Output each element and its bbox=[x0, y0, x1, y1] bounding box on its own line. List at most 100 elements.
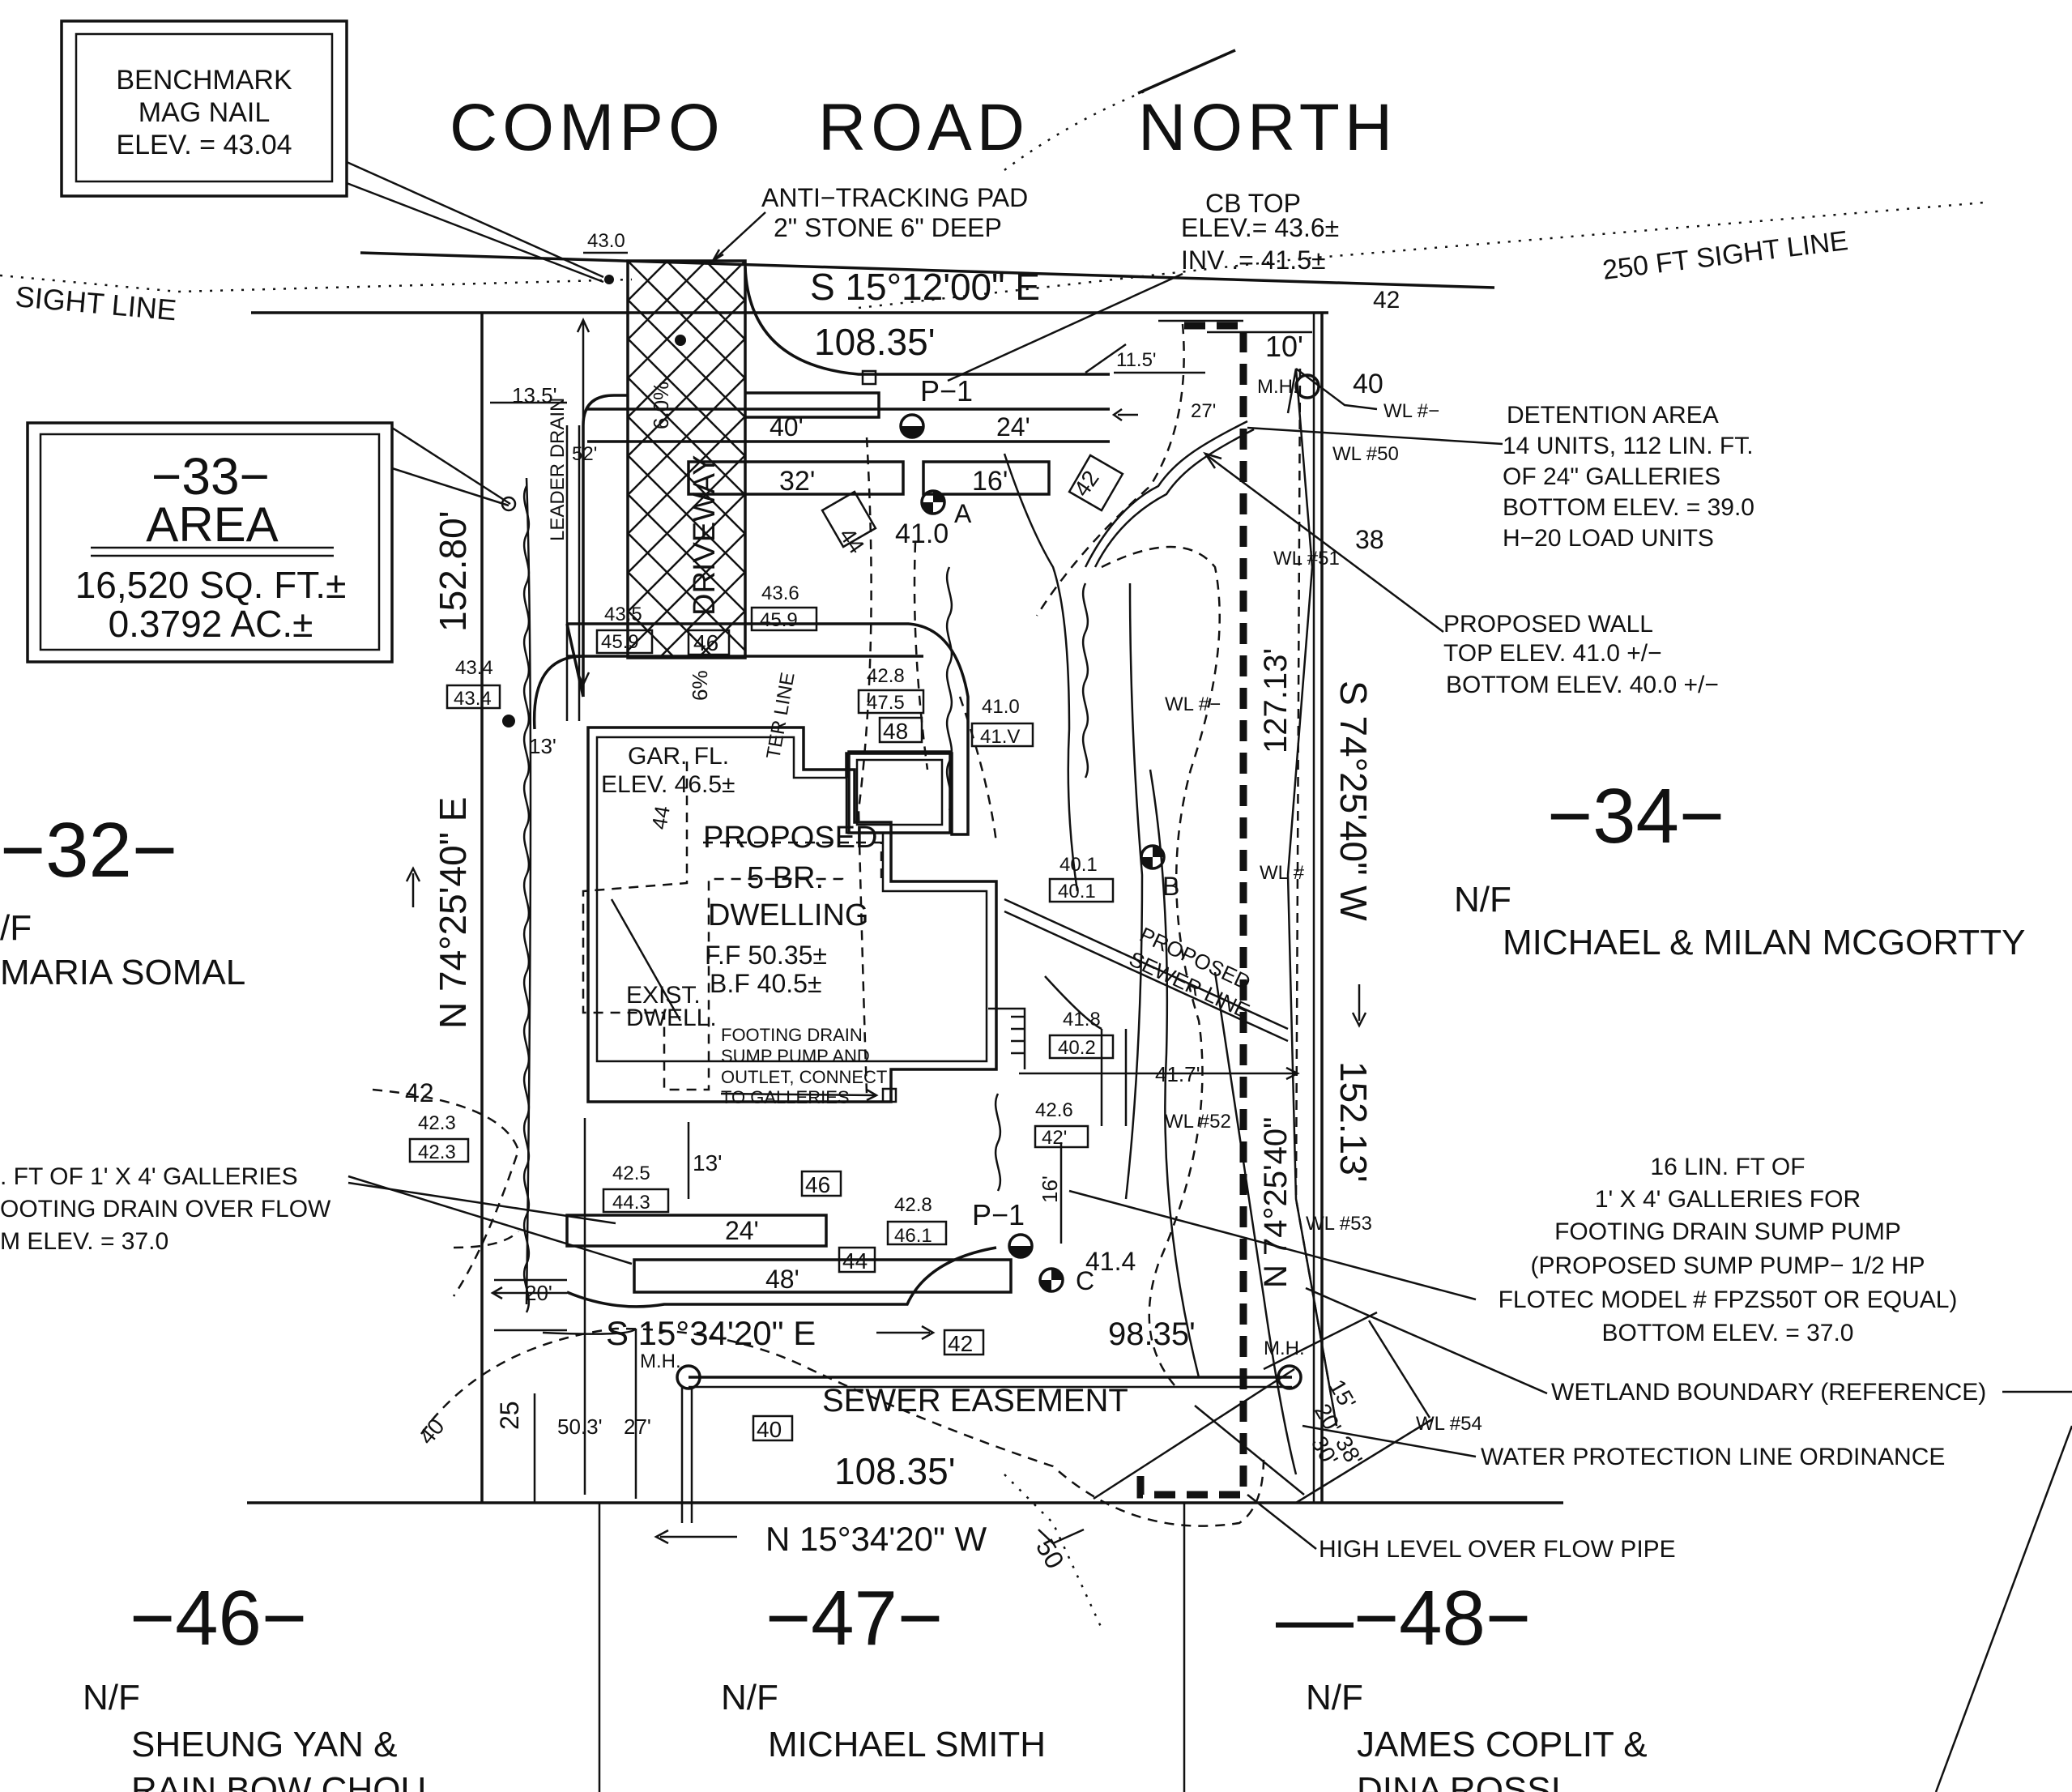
lot-47: −47− N/F MICHAEL SMITH bbox=[721, 1575, 1046, 1764]
svg-text:/F: /F bbox=[0, 908, 32, 948]
area-square-feet: 16,520 SQ. FT.± bbox=[75, 564, 347, 606]
svg-text:47.5: 47.5 bbox=[867, 692, 905, 714]
svg-text:RAIN BOW CHOU: RAIN BOW CHOU bbox=[131, 1770, 426, 1792]
svg-text:. FT OF 1' X 4' GALLERIES: . FT OF 1' X 4' GALLERIES bbox=[0, 1163, 298, 1190]
svg-text:CB TOP: CB TOP bbox=[1205, 189, 1301, 218]
svg-text:BOTTOM ELEV. = 39.0: BOTTOM ELEV. = 39.0 bbox=[1503, 494, 1754, 521]
dwelling-label-2: 5 BR. bbox=[747, 861, 824, 895]
bearing-right: S 74°25'40" W bbox=[1332, 681, 1375, 921]
svg-text:SUMP PUMP AND: SUMP PUMP AND bbox=[721, 1046, 870, 1066]
svg-text:TOP ELEV. 41.0 +/−: TOP ELEV. 41.0 +/− bbox=[1443, 640, 1662, 667]
svg-text:DINA ROSSI: DINA ROSSI bbox=[1357, 1770, 1561, 1792]
svg-text:WL #50: WL #50 bbox=[1332, 443, 1399, 465]
driveway-grade-lower: 6% bbox=[688, 670, 712, 701]
svg-text:OOTING DRAIN OVER FLOW: OOTING DRAIN OVER FLOW bbox=[0, 1196, 331, 1222]
road-edge-line bbox=[360, 251, 1495, 289]
svg-text:WL #52: WL #52 bbox=[1165, 1111, 1231, 1133]
lot-46: −46− N/F SHEUNG YAN & RAIN BOW CHOU bbox=[83, 1575, 426, 1792]
distance-top: 108.35' bbox=[814, 321, 935, 363]
svg-text:MARIA SOMAL: MARIA SOMAL bbox=[0, 953, 245, 992]
svg-text:WL #51: WL #51 bbox=[1273, 548, 1340, 570]
distance-inner: 127.13' bbox=[1258, 648, 1294, 753]
svg-text:25: 25 bbox=[495, 1401, 524, 1430]
benchmark-elevation: ELEV. = 43.04 bbox=[116, 130, 292, 160]
dwelling-label-1: PROPOSED bbox=[703, 821, 877, 855]
svg-text:FOOTING DRAIN SUMP PUMP: FOOTING DRAIN SUMP PUMP bbox=[1554, 1218, 1901, 1245]
svg-text:ANTI−TRACKING PAD: ANTI−TRACKING PAD bbox=[761, 183, 1028, 212]
svg-text:−32−: −32− bbox=[0, 807, 177, 894]
svg-text:41.8: 41.8 bbox=[1063, 1009, 1101, 1030]
svg-text:FLOTEC MODEL # FPZS50T OR EQUA: FLOTEC MODEL # FPZS50T OR EQUAL) bbox=[1499, 1286, 1958, 1313]
svg-text:N/F: N/F bbox=[1306, 1678, 1363, 1717]
svg-text:27': 27' bbox=[624, 1414, 651, 1439]
dwelling-label-3: DWELLING bbox=[708, 898, 868, 932]
galleries-left-note: . FT OF 1' X 4' GALLERIES OOTING DRAIN O… bbox=[0, 1163, 633, 1265]
svg-text:OF 24" GALLERIES: OF 24" GALLERIES bbox=[1503, 463, 1720, 490]
svg-text:42.3: 42.3 bbox=[418, 1112, 456, 1134]
road-name-compo: COMPO bbox=[450, 91, 725, 164]
sewer-easement-label: SEWER EASEMENT bbox=[822, 1383, 1128, 1419]
svg-text:44: 44 bbox=[842, 1248, 868, 1274]
benchmark-title: BENCHMARK bbox=[116, 65, 292, 96]
svg-text:40: 40 bbox=[414, 1414, 450, 1449]
svg-text:M ELEV. = 37.0: M ELEV. = 37.0 bbox=[0, 1228, 168, 1255]
svg-text:38': 38' bbox=[1331, 1432, 1367, 1470]
benchmark-subtitle: MAG NAIL bbox=[139, 97, 270, 128]
svg-text:DWELL.: DWELL. bbox=[626, 1005, 717, 1031]
bearing-left: N 74°25'40" E bbox=[432, 797, 474, 1029]
svg-text:WATER PROTECTION LINE ORDINANC: WATER PROTECTION LINE ORDINANCE bbox=[1481, 1444, 1945, 1470]
svg-text:38: 38 bbox=[1355, 525, 1384, 554]
svg-text:OUTLET, CONNECT: OUTLET, CONNECT bbox=[721, 1067, 887, 1087]
svg-text:24': 24' bbox=[725, 1216, 759, 1245]
svg-text:10': 10' bbox=[1265, 330, 1303, 363]
svg-text:45.9: 45.9 bbox=[601, 631, 639, 653]
area-acres: 0.3792 AC.± bbox=[109, 603, 313, 645]
svg-text:48': 48' bbox=[765, 1265, 799, 1294]
svg-text:41.V: 41.V bbox=[980, 726, 1020, 748]
svg-text:WL #: WL # bbox=[1260, 862, 1305, 884]
svg-text:P−1: P−1 bbox=[920, 374, 973, 407]
svg-text:WL #−: WL #− bbox=[1165, 693, 1221, 715]
svg-text:2" STONE 6" DEEP: 2" STONE 6" DEEP bbox=[774, 213, 1002, 242]
svg-text:43.4: 43.4 bbox=[454, 688, 492, 710]
svg-text:WL #−: WL #− bbox=[1383, 400, 1439, 422]
driveway: DRIVEWAY 6.0% 6% bbox=[532, 259, 1110, 836]
leader-drain: LEADER DRAIN bbox=[522, 398, 1255, 1313]
svg-text:40: 40 bbox=[1353, 369, 1383, 399]
driveway-label: DRIVEWAY bbox=[688, 455, 722, 616]
svg-text:13': 13' bbox=[693, 1150, 723, 1175]
svg-text:40.1: 40.1 bbox=[1059, 854, 1098, 876]
svg-text:43.0: 43.0 bbox=[587, 230, 625, 252]
svg-text:PROPOSED WALL: PROPOSED WALL bbox=[1443, 611, 1653, 638]
svg-text:WL #54: WL #54 bbox=[1416, 1413, 1482, 1435]
svg-text:ELEV.= 43.6±: ELEV.= 43.6± bbox=[1181, 213, 1339, 242]
lot-48: —−48− N/F JAMES COPLIT & DINA ROSSI bbox=[1276, 1575, 1648, 1792]
svg-text:42': 42' bbox=[1042, 1127, 1067, 1149]
svg-text:44.3: 44.3 bbox=[612, 1192, 650, 1214]
svg-text:HIGH LEVEL OVER FLOW PIPE: HIGH LEVEL OVER FLOW PIPE bbox=[1319, 1536, 1676, 1563]
area-box: −33− AREA 16,520 SQ. FT.± 0.3792 AC.± bbox=[26, 421, 511, 663]
bearing-top: S 15°12'00" E bbox=[810, 266, 1040, 308]
svg-text:N/F: N/F bbox=[721, 1678, 778, 1717]
svg-text:C: C bbox=[1076, 1266, 1094, 1295]
detention-note: DETENTION AREA 14 UNITS, 112 LIN. FT. OF… bbox=[1247, 402, 1754, 552]
svg-text:50.3': 50.3' bbox=[557, 1414, 603, 1439]
svg-text:40.1: 40.1 bbox=[1058, 881, 1096, 902]
bearing-inner: N 74°25'40" bbox=[1258, 1117, 1294, 1288]
svg-text:−46−: −46− bbox=[130, 1575, 307, 1662]
svg-text:INV .= 41.5±: INV .= 41.5± bbox=[1181, 245, 1326, 275]
road-slash-mark bbox=[1137, 49, 1236, 95]
svg-text:42: 42 bbox=[1373, 287, 1400, 314]
catch-basin-note: CB TOP ELEV.= 43.6± INV .= 41.5± bbox=[861, 189, 1339, 386]
svg-text:42.8: 42.8 bbox=[894, 1194, 932, 1216]
svg-text:LEADER DRAIN: LEADER DRAIN bbox=[547, 398, 569, 541]
svg-text:13': 13' bbox=[529, 734, 556, 758]
svg-text:43.5: 43.5 bbox=[604, 604, 642, 625]
area-lot-number: −33− bbox=[151, 447, 270, 506]
svg-text:A: A bbox=[954, 499, 972, 528]
road-area: COMPO ROAD NORTH SIGHT LINE 250 FT SIGHT… bbox=[0, 49, 1985, 326]
svg-text:WETLAND BOUNDARY (REFERENCE): WETLAND BOUNDARY (REFERENCE) bbox=[1551, 1379, 1986, 1406]
svg-text:BOTTOM ELEV. = 37.0: BOTTOM ELEV. = 37.0 bbox=[1602, 1320, 1854, 1346]
svg-text:JAMES COPLIT &: JAMES COPLIT & bbox=[1357, 1725, 1648, 1764]
